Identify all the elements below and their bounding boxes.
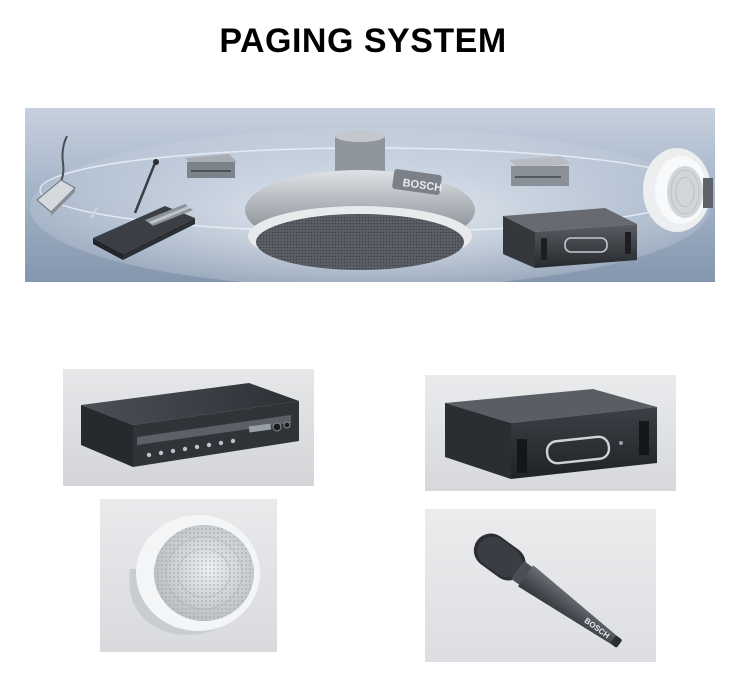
rack-controller-image (425, 375, 676, 491)
page-title: PAGING SYSTEM (219, 22, 507, 60)
mixer-amplifier-image (63, 369, 314, 486)
small-amplifier-icon (185, 154, 237, 178)
rack-amplifier-icon (503, 208, 637, 268)
handheld-microphone-image: BOSCH (425, 509, 656, 662)
round-speaker-icon (643, 148, 713, 232)
ceiling-speaker-icon: BOSCH (245, 130, 475, 270)
banner-brand-label: BOSCH (402, 177, 443, 194)
router-box-icon (509, 156, 571, 186)
ceiling-speaker-image (100, 499, 277, 652)
desk-microphone-icon (36, 135, 76, 216)
banner-image: BOSCH (25, 108, 715, 282)
call-station-icon (89, 159, 195, 260)
